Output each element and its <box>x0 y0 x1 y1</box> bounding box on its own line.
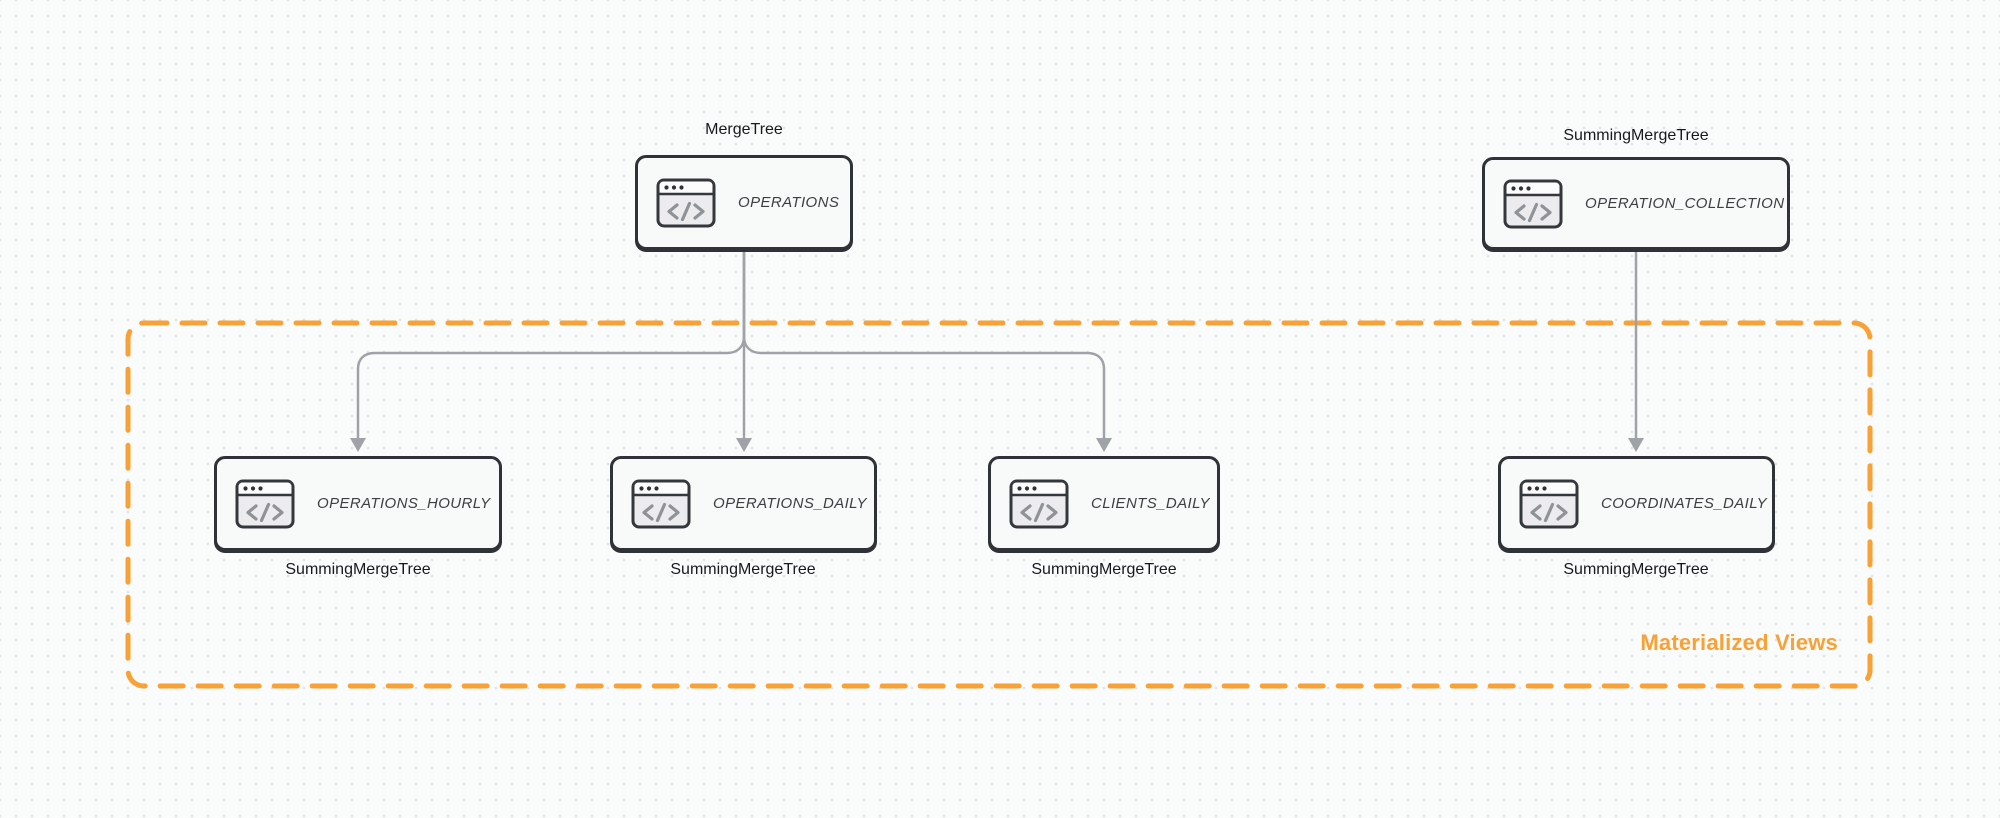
engine-label-coordinates-daily: SummingMergeTree <box>1563 561 1709 578</box>
node-operations-hourly[interactable]: OPERATIONS_HOURLY <box>214 456 502 551</box>
engine-label-operations-daily: SummingMergeTree <box>670 561 816 578</box>
node-operation-collection[interactable]: OPERATION_COLLECTION <box>1482 157 1790 250</box>
edge-operations-to-clients <box>742 248 1106 442</box>
code-window-icon <box>1519 479 1579 528</box>
code-window-icon <box>656 178 716 227</box>
materialized-views-label: Materialized Views <box>1640 630 1838 655</box>
node-title: OPERATION_COLLECTION <box>1585 195 1785 212</box>
engine-label-operations-hourly: SummingMergeTree <box>285 561 431 578</box>
node-title: OPERATIONS_HOURLY <box>317 495 491 512</box>
node-clients-daily[interactable]: CLIENTS_DAILY <box>988 456 1220 551</box>
code-window-icon <box>1503 179 1563 228</box>
node-operations[interactable]: OPERATIONS <box>635 155 853 250</box>
node-title: OPERATIONS <box>738 194 840 211</box>
node-operations-daily[interactable]: OPERATIONS_DAILY <box>610 456 877 551</box>
engine-label-clients-daily: SummingMergeTree <box>1031 561 1177 578</box>
node-coordinates-daily[interactable]: COORDINATES_DAILY <box>1498 456 1775 551</box>
engine-label-operations: MergeTree <box>705 121 783 138</box>
engine-label-operation-collection: SummingMergeTree <box>1563 127 1709 144</box>
code-window-icon <box>1009 479 1069 528</box>
arrowhead-icon <box>350 438 366 452</box>
arrowhead-icon <box>736 438 752 452</box>
node-title: OPERATIONS_DAILY <box>713 495 867 512</box>
edge-operations-to-hourly <box>356 248 746 442</box>
arrowhead-icon <box>1096 438 1112 452</box>
code-window-icon <box>631 479 691 528</box>
code-window-icon <box>235 479 295 528</box>
node-title: CLIENTS_DAILY <box>1091 495 1210 512</box>
node-title: COORDINATES_DAILY <box>1601 495 1768 512</box>
arrowhead-icon <box>1628 438 1644 452</box>
